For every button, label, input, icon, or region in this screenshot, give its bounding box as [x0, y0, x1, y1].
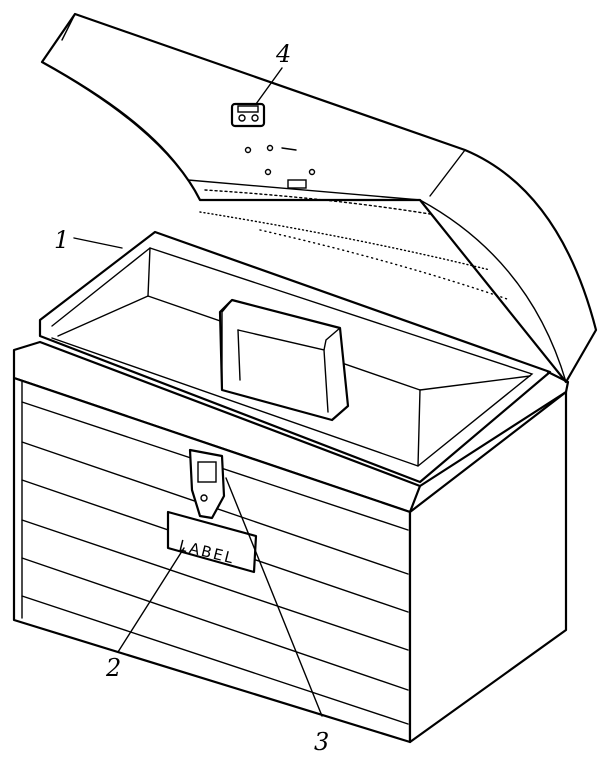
callout-1: 1	[54, 226, 69, 254]
callout-4: 4	[275, 40, 291, 68]
tray-handle	[218, 298, 350, 422]
leader-1	[73, 237, 123, 249]
lid-latch-catch	[230, 102, 266, 128]
callout-2: 2	[105, 654, 121, 682]
leader-4	[255, 67, 283, 105]
leader-2	[117, 547, 185, 653]
leader-3	[225, 477, 323, 717]
tray	[38, 230, 552, 484]
callout-3: 3	[314, 728, 329, 756]
toolbox-lid	[40, 12, 598, 384]
front-latch	[188, 448, 226, 520]
